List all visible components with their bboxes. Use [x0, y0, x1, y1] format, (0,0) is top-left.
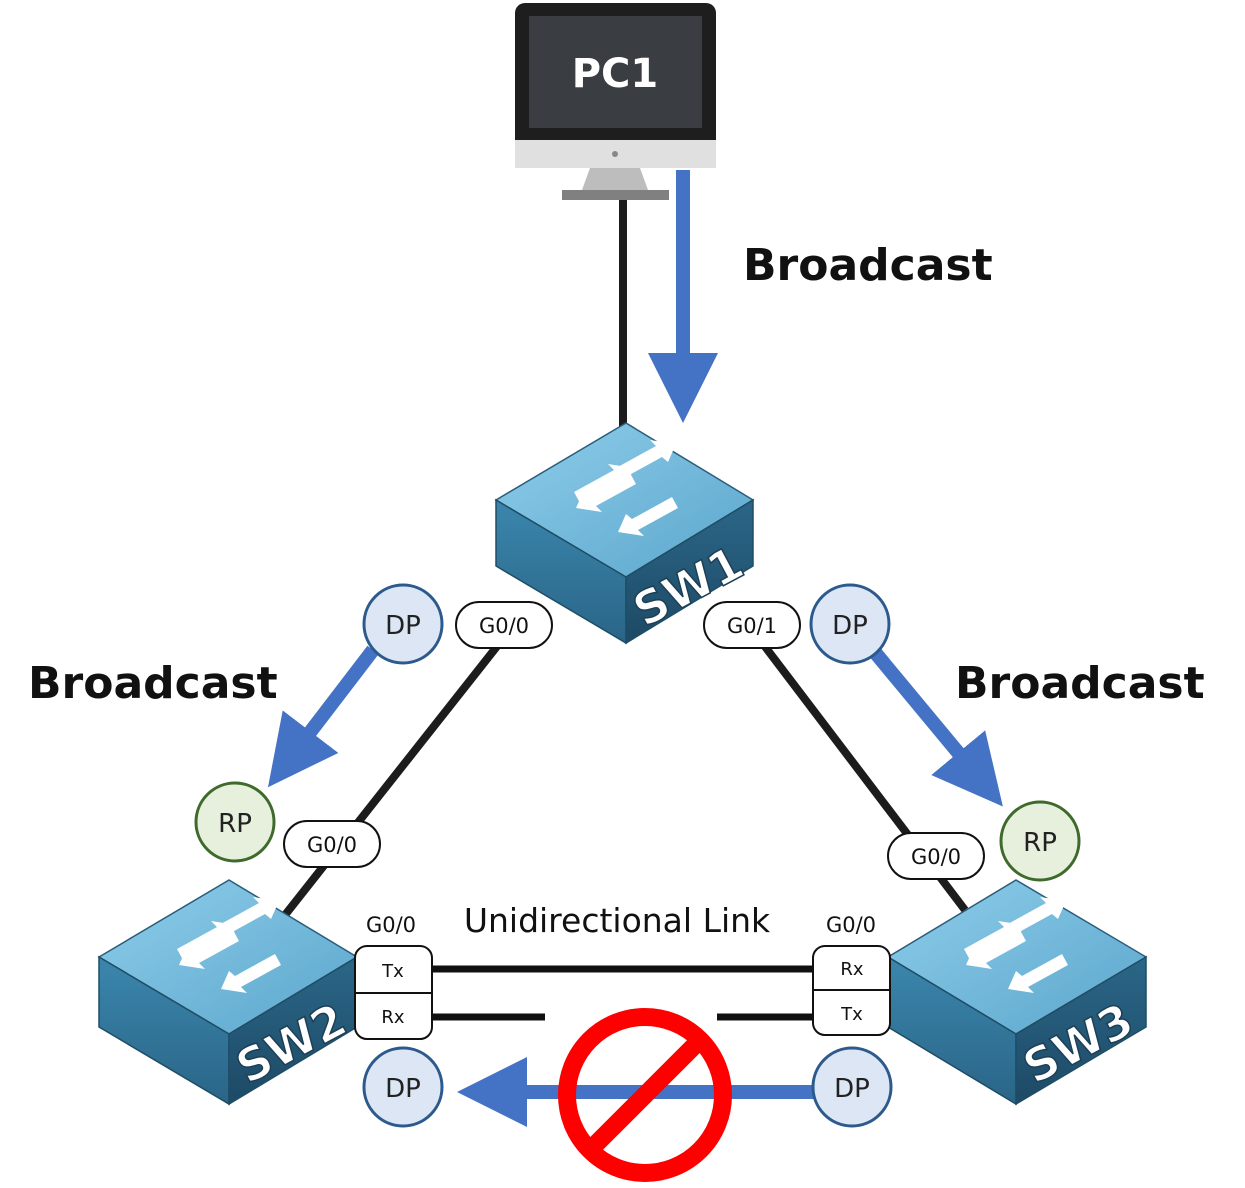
port-sw1-g0-1: G0/1 [703, 601, 801, 649]
svg-text:DP: DP [385, 611, 421, 641]
cable-sw1-sw2 [281, 637, 506, 918]
broadcast-label-top: Broadcast [743, 240, 993, 291]
sw3-tx: Tx [840, 1004, 863, 1025]
role-sw3-top-rp: RP [999, 800, 1081, 882]
port-sw3-g0-0-top: G0/0 [887, 832, 985, 880]
svg-text:RP: RP [218, 809, 252, 839]
port-sw3-g0-0-bottom: G0/0 [826, 913, 876, 937]
sw2-tx: Tx [381, 961, 404, 982]
pc1-computer: PC1 [515, 3, 716, 200]
svg-text:G0/1: G0/1 [727, 614, 777, 638]
port-sw2-g0-0-bottom: G0/0 [366, 913, 416, 937]
svg-text:DP: DP [832, 611, 868, 641]
svg-text:RP: RP [1023, 828, 1057, 858]
svg-text:DP: DP [834, 1074, 870, 1104]
pc1-label: PC1 [572, 51, 659, 97]
sw2-rx: Rx [381, 1007, 405, 1028]
link-caption: Unidirectional Link [464, 901, 771, 940]
broadcast-label-left: Broadcast [28, 658, 278, 709]
role-sw2-top-rp: RP [194, 781, 276, 863]
switch-sw2: SW2 [97, 879, 359, 1106]
switch-sw3: SW3 [886, 879, 1148, 1106]
broadcast-label-right: Broadcast [955, 658, 1205, 709]
blocked-icon [558, 1008, 732, 1182]
arrow-sw1-to-sw2 [267, 645, 379, 788]
port-sw1-g0-0: G0/0 [455, 601, 553, 649]
role-sw2-bottom-dp: DP [362, 1046, 444, 1128]
txrx-box-sw2: Tx Rx [354, 945, 433, 1040]
role-sw3-bottom-dp: DP [811, 1046, 893, 1128]
svg-text:G0/0: G0/0 [479, 614, 529, 638]
svg-text:G0/0: G0/0 [307, 833, 357, 857]
svg-text:DP: DP [385, 1074, 421, 1104]
port-sw2-g0-0-top: G0/0 [283, 820, 381, 868]
role-sw1-right-dp: DP [809, 583, 891, 665]
sw3-rx: Rx [840, 959, 864, 980]
txrx-box-sw3: Rx Tx [812, 945, 891, 1036]
arrow-sw1-to-sw3 [867, 645, 1003, 807]
svg-text:G0/0: G0/0 [911, 845, 961, 869]
role-sw1-left-dp: DP [362, 583, 444, 665]
